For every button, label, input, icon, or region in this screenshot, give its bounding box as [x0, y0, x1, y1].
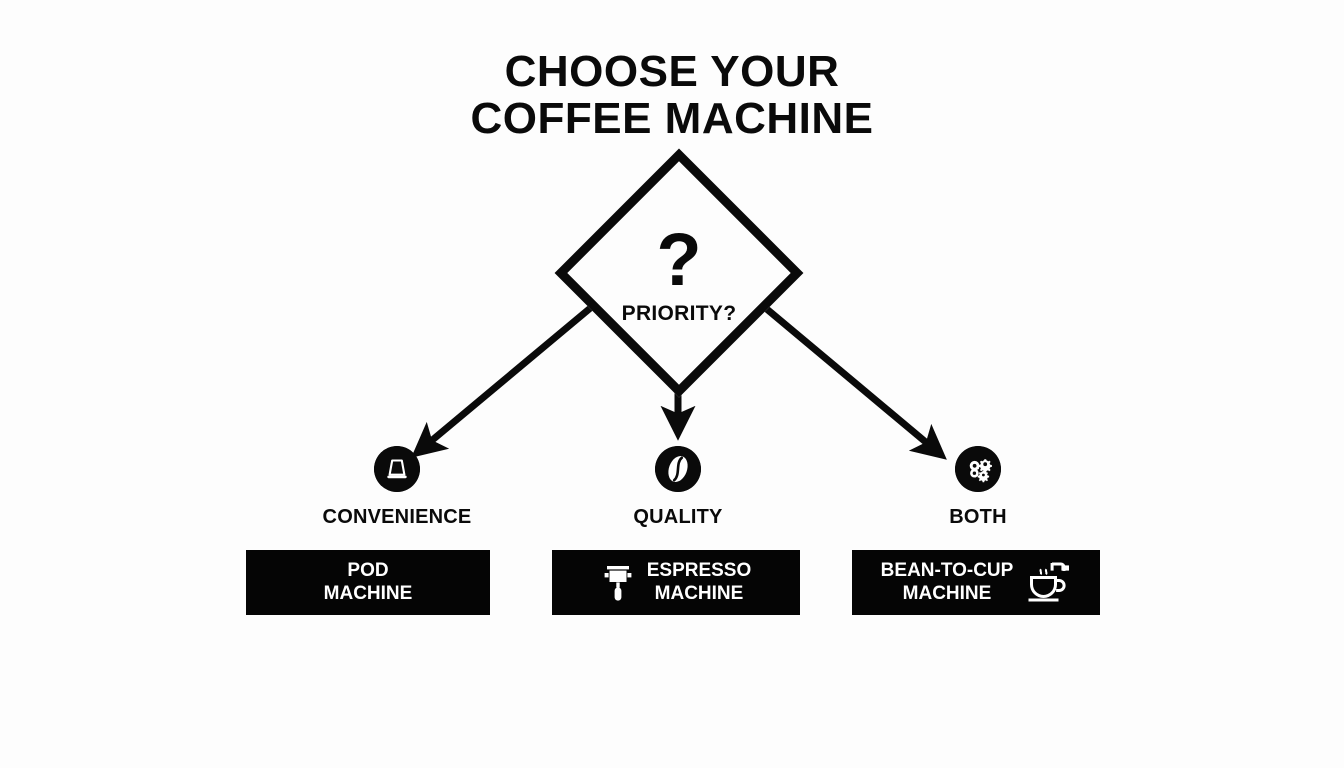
result-pod-line-1: POD: [347, 560, 389, 582]
option-both[interactable]: BOTH: [878, 446, 1078, 529]
question-mark-icon: ?: [656, 217, 702, 301]
option-label-both: BOTH: [949, 506, 1007, 528]
option-label-quality: QUALITY: [633, 506, 723, 528]
result-bean-to-cup-line-2: MACHINE: [902, 582, 992, 604]
decision-diamond[interactable]: ? PRIORITY?: [554, 148, 804, 398]
result-espresso-line-2: MACHINE: [654, 582, 744, 604]
result-pod-line-2: MACHINE: [323, 582, 413, 604]
result-espresso-machine[interactable]: ESPRESSO MACHINE: [552, 550, 800, 615]
coffee-cup-dispenser-icon: [1028, 562, 1070, 601]
option-label-convenience: CONVENIENCE: [322, 506, 472, 528]
diamond-content: ? PRIORITY?: [563, 157, 795, 389]
result-bean-to-cup-machine[interactable]: BEAN-TO-CUP MACHINE: [852, 550, 1100, 615]
decision-label: PRIORITY?: [621, 302, 737, 326]
title-line-1: CHOOSE YOUR: [504, 47, 840, 96]
portafilter-icon: [604, 565, 632, 601]
result-bean-to-cup-machine-text: BEAN-TO-CUP MACHINE: [881, 560, 1014, 605]
result-espresso-line-1: ESPRESSO: [646, 560, 752, 582]
gears-icon: [955, 446, 1001, 492]
coffee-bean-icon: [655, 446, 701, 492]
page-title: CHOOSE YOUR COFFEE MACHINE: [0, 48, 1344, 142]
result-pod-machine[interactable]: POD MACHINE: [246, 550, 490, 615]
result-espresso-machine-text: ESPRESSO MACHINE: [647, 560, 752, 605]
result-pod-machine-text: POD MACHINE: [324, 560, 413, 605]
result-bean-to-cup-line-1: BEAN-TO-CUP: [880, 560, 1014, 582]
coffee-pod-icon: [374, 446, 420, 492]
option-quality[interactable]: QUALITY: [578, 446, 778, 529]
title-line-2: COFFEE MACHINE: [470, 94, 874, 144]
option-convenience[interactable]: CONVENIENCE: [297, 446, 497, 529]
